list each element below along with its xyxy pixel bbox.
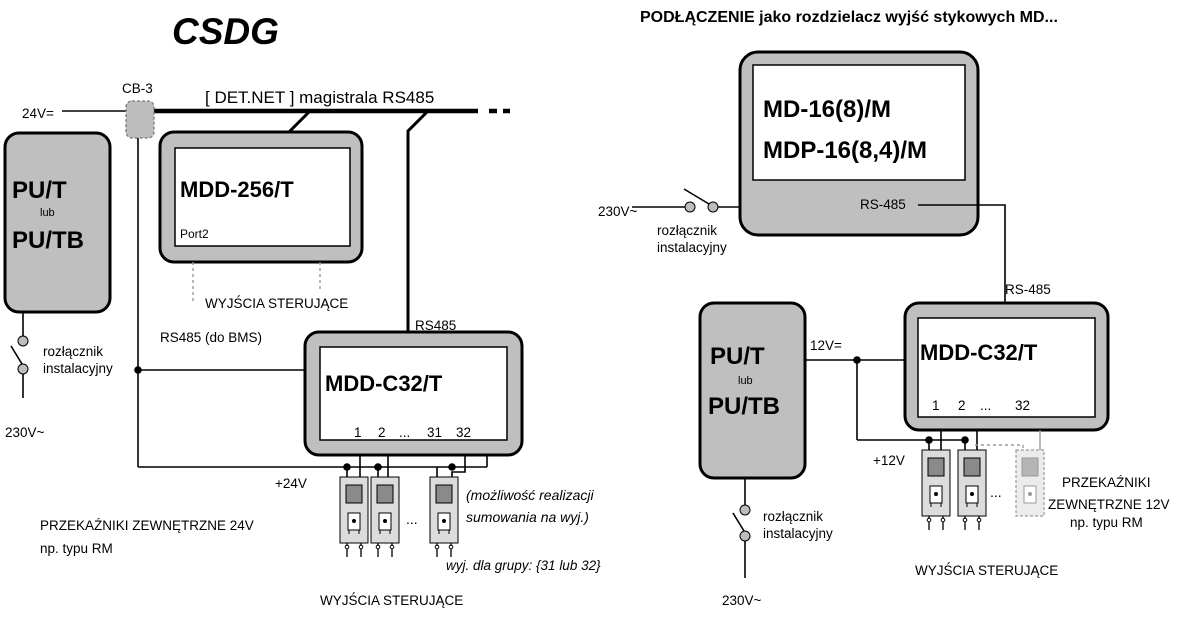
mddc32-output-31: 31 xyxy=(427,425,442,440)
power-unit-box xyxy=(3,131,112,314)
cb3-connector xyxy=(125,100,155,139)
disconnector-switch-top xyxy=(632,188,740,213)
switch-label: rozłącznik xyxy=(43,344,103,359)
rs485-link-wire xyxy=(918,204,1006,303)
switch-label-2: instalacyjny xyxy=(43,361,113,376)
mdd256-bus-tap xyxy=(286,109,312,135)
supply-12v-label: 12V= xyxy=(810,338,842,353)
relays-label: PRZEKAŹNIKI ZEWNĘTRZNE 24V xyxy=(40,518,254,533)
mdd256-panel xyxy=(174,147,351,247)
power-unit-alt-name-right: PU/TB xyxy=(708,393,780,420)
mddc32-panel-right xyxy=(917,317,1096,418)
relay-ellipsis-right: ... xyxy=(990,484,1002,500)
mddc32-right-output-1: 1 xyxy=(932,398,940,413)
switch-terminal xyxy=(739,530,751,542)
junction-dot xyxy=(343,463,351,471)
mddc32-right-output-32: 32 xyxy=(1015,398,1030,413)
mddc32-right-output-2: 2 xyxy=(958,398,966,413)
switch-arm xyxy=(732,512,745,532)
mddc32-right-output-ellipsis: ... xyxy=(980,398,991,413)
power-unit-name: PU/T xyxy=(12,177,67,204)
switch-terminal xyxy=(707,201,719,213)
mdd256-bms-label: RS485 (do BMS) xyxy=(160,330,262,345)
mddc32-output-1: 1 xyxy=(354,425,362,440)
switch-arm xyxy=(10,345,23,365)
mdd256-name: MDD-256/T xyxy=(180,177,294,202)
switch-terminal xyxy=(739,504,751,516)
power-unit-or: lub xyxy=(40,207,55,219)
mains-label-top: 230V~ xyxy=(598,204,638,219)
note-line-1: (możliwość realizacji xyxy=(466,487,594,503)
switch-arm xyxy=(683,188,710,205)
mddc32-bus-tap xyxy=(406,109,430,333)
md-module-port-label: RS-485 xyxy=(860,197,906,212)
junction-dot xyxy=(448,463,456,471)
switch-top-label-2: instalacyjny xyxy=(657,240,727,255)
mddc32-rs-label: RS485 xyxy=(415,318,456,333)
relay-12v-1 xyxy=(921,449,951,531)
relay-24v-2 xyxy=(370,476,400,558)
relays-type-label: np. typu RM xyxy=(40,541,113,556)
relay-wiring-right xyxy=(940,430,1041,450)
relays-label-right-2: ZEWNĘTRZNE 12V xyxy=(1048,497,1170,512)
relay-ellipsis: ... xyxy=(406,511,418,527)
outputs-label-right: WYJŚCIA STERUJĄCE xyxy=(915,563,1058,578)
mddc32-panel xyxy=(319,346,508,441)
md-module-panel xyxy=(752,64,966,181)
mdp-module-name: MDP-16(8,4)/M xyxy=(763,137,927,164)
group-output-label: wyj. dla grupy: {31 lub 32} xyxy=(446,558,601,573)
note-line-2: sumowania na wyj.) xyxy=(466,509,589,525)
mdd256-outputs-label: WYJŚCIA STERUJĄCE xyxy=(205,296,348,311)
bus-label: [ DET.NET ] magistrala RS485 xyxy=(205,88,434,107)
supply-24v-distribution xyxy=(134,138,488,468)
switch-bottom-label: rozłącznik xyxy=(763,509,823,524)
right-title: PODŁĄCZENIE jako rozdzielacz wyjść styko… xyxy=(640,9,1058,26)
switch-top-label: rozłącznik xyxy=(657,223,717,238)
rs485-link-label: RS-485 xyxy=(1005,282,1051,297)
mddc32-output-32: 32 xyxy=(456,425,471,440)
mddc32-output-2: 2 xyxy=(378,425,386,440)
mains-label: 230V~ xyxy=(5,425,45,440)
mddc32-name-right: MDD-C32/T xyxy=(920,340,1038,365)
mains-label-bottom: 230V~ xyxy=(722,593,762,608)
cb3-label: CB-3 xyxy=(122,81,153,96)
switch-terminal xyxy=(684,201,696,213)
relay-24v-1 xyxy=(339,476,369,558)
left-title: CSDG xyxy=(172,11,279,52)
power-unit-or-right: lub xyxy=(738,375,753,387)
relay-wiring xyxy=(343,455,466,477)
left-diagram: CSDG 24V= [ DET.NET ] magistrala RS485 C… xyxy=(3,11,601,608)
relay-24v-3 xyxy=(429,476,459,558)
right-diagram: PODŁĄCZENIE jako rozdzielacz wyjść styko… xyxy=(598,9,1170,608)
md-module-name: MD-16(8)/M xyxy=(763,96,891,123)
disconnector-switch xyxy=(10,312,29,398)
switch-terminal xyxy=(17,363,29,375)
plus-12v-label: +12V xyxy=(873,453,905,468)
relay-12v-optional xyxy=(1015,449,1045,517)
mdd256-port: Port2 xyxy=(180,227,209,241)
junction-dot xyxy=(853,356,861,364)
power-unit-name-right: PU/T xyxy=(710,343,765,370)
mddc32-output-ellipsis: ... xyxy=(399,425,410,440)
relay-12v-2 xyxy=(957,449,987,531)
power-unit-box-right xyxy=(698,301,807,480)
outputs-label: WYJŚCIA STERUJĄCE xyxy=(320,593,463,608)
relays-label-right: PRZEKAŹNIKI xyxy=(1062,475,1151,490)
supply-12v-distribution xyxy=(805,356,969,450)
relays-type-label-right: np. typu RM xyxy=(1070,515,1143,530)
mddc32-name: MDD-C32/T xyxy=(325,371,443,396)
junction-dot xyxy=(134,366,142,374)
switch-terminal xyxy=(17,335,29,347)
power-unit-alt-name: PU/TB xyxy=(12,227,84,254)
plus-24v-label: +24V xyxy=(275,476,307,491)
junction-dot xyxy=(374,463,382,471)
disconnector-switch-bottom xyxy=(732,478,751,578)
switch-bottom-label-2: instalacyjny xyxy=(763,526,833,541)
supply-24v-label: 24V= xyxy=(22,106,54,121)
